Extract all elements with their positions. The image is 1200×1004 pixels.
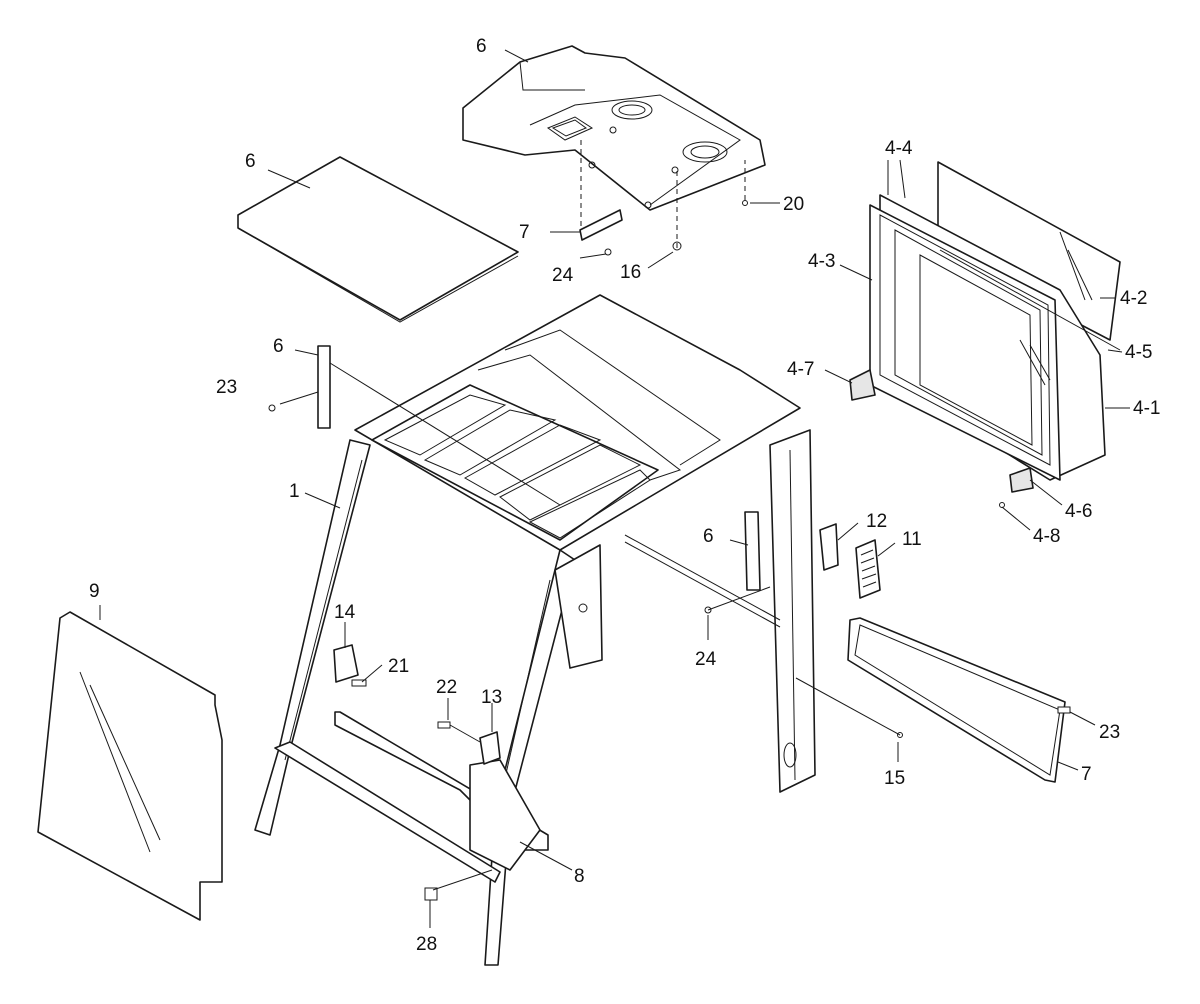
screw-4-8 xyxy=(999,502,1005,508)
part-14-pad xyxy=(819,523,839,571)
bolt-28 xyxy=(424,887,438,901)
callout-4-6: 4-6 xyxy=(1065,501,1092,522)
part-1-cab-frame xyxy=(254,294,816,966)
part-9-door-glass xyxy=(37,611,223,921)
callout-6-right: 6 xyxy=(703,526,714,547)
bolt-24-top xyxy=(604,248,612,256)
bolt-23-right xyxy=(1057,706,1071,714)
part-13-vent xyxy=(855,539,881,599)
callout-12: 7 xyxy=(519,222,530,243)
callout-24-center: 24 xyxy=(695,649,717,670)
callout-4-2: 4-2 xyxy=(1120,288,1147,309)
leader-lines xyxy=(99,49,1130,928)
callout-23-center: 22 xyxy=(436,677,457,698)
part-15-bracket xyxy=(479,731,501,765)
callout-9: 9 xyxy=(89,581,100,602)
part-11-roof-liner xyxy=(462,45,766,211)
fasteners xyxy=(268,200,1071,901)
callout-8: 8 xyxy=(574,866,585,887)
callout-10: 6 xyxy=(245,151,256,172)
bolt-23-left xyxy=(351,679,367,687)
callout-4-4: 4-4 xyxy=(885,138,913,159)
part-16-bracket xyxy=(333,644,359,683)
callout-24-top: 24 xyxy=(552,265,574,286)
part-10-roof-pad xyxy=(237,156,519,323)
callout-7: 7 xyxy=(1081,764,1092,785)
screw-22 xyxy=(742,200,748,206)
callout-14: 12 xyxy=(866,511,887,532)
callout-24-left: 23 xyxy=(216,377,237,398)
callout-13: 11 xyxy=(902,529,922,550)
callout-16: 14 xyxy=(334,602,356,623)
part-12-plate xyxy=(579,209,623,241)
callout-23-right: 23 xyxy=(1099,722,1120,743)
bolt-24-left xyxy=(268,404,276,412)
callout-4-3: 4-3 xyxy=(808,251,835,272)
part-6-bracket-right xyxy=(744,511,761,591)
callout-21: 16 xyxy=(620,262,641,283)
bolt-23-center xyxy=(437,721,451,729)
callout-4-5: 4-5 xyxy=(1125,342,1152,363)
callout-15: 13 xyxy=(481,687,502,708)
callout-1: 1 xyxy=(289,481,300,502)
callout-11: 6 xyxy=(476,36,487,57)
callout-4-8: 4-8 xyxy=(1033,526,1060,547)
callout-6-left: 6 xyxy=(273,336,284,357)
callout-4-1: 4-1 xyxy=(1133,398,1160,419)
callout-20: 15 xyxy=(884,768,905,789)
callout-4-7: 4-7 xyxy=(787,359,814,380)
callout-28: 28 xyxy=(416,934,437,955)
part-4-window-assembly xyxy=(849,161,1121,493)
callout-23-left: 21 xyxy=(388,656,409,677)
part-7-side-frame xyxy=(847,617,1066,783)
callout-labels: 6 6 7 24 16 20 4-4 4-3 4-2 4-5 4-1 4-7 4… xyxy=(89,36,1160,955)
callout-22: 20 xyxy=(783,194,804,215)
part-6-bracket-left xyxy=(317,345,331,429)
